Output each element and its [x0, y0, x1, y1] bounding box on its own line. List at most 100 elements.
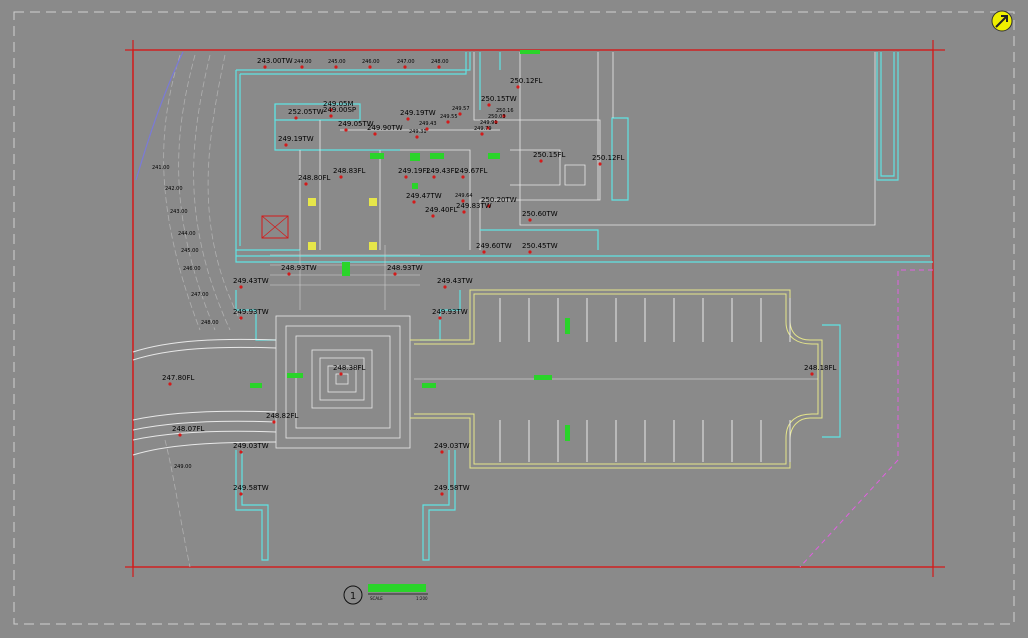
side-walls — [235, 290, 461, 561]
contour-label-group: 241.00 242.00 243.00 244.00 245.00 246.00 247.… — [152, 165, 219, 470]
drawing-number: 1 — [350, 591, 356, 602]
spot-marker — [178, 433, 182, 437]
spot-marker — [487, 204, 491, 208]
spot-marker — [339, 175, 343, 179]
drive-lanes — [132, 338, 277, 456]
spot-elevation: 249.40FL — [425, 206, 458, 214]
title-bar — [368, 584, 426, 592]
spot-marker — [528, 250, 532, 254]
drawing-number-bubble — [343, 585, 363, 605]
contour-label: 248.00 — [201, 320, 219, 326]
spot-marker — [461, 199, 465, 203]
column-squares — [308, 198, 377, 250]
spot-elevation: 247.00 — [397, 59, 415, 65]
spot-marker — [502, 114, 506, 118]
scale-label: SCALE — [370, 596, 383, 601]
spot-elevation: 252.05TW — [288, 108, 324, 116]
spot-marker — [598, 162, 602, 166]
spot-marker — [437, 65, 441, 69]
green-tags — [250, 50, 570, 441]
spot-marker — [486, 126, 490, 130]
spot-marker — [239, 450, 243, 454]
contour-label: 246.00 — [183, 266, 201, 272]
spot-marker — [440, 450, 444, 454]
spot-elevation: 249.19FL — [398, 167, 431, 175]
spot-elevation: 249.05M — [323, 100, 354, 108]
central-plaza — [275, 315, 411, 449]
spot-elevation: 244.00 — [294, 59, 312, 65]
spot-elevation: 248.00 — [431, 59, 449, 65]
contour-label: 243.00 — [170, 209, 188, 215]
spot-elevation: 245.00 — [328, 59, 346, 65]
spot-elevation: 249.83TW — [456, 202, 492, 210]
spot-elevation: 247.80FL — [162, 374, 195, 382]
spot-marker — [263, 65, 267, 69]
spot-elevation: 249.58TW — [233, 484, 269, 492]
contour-label: 245.00 — [181, 248, 199, 254]
title-block: 1 SCALE 1:200 — [343, 584, 428, 605]
spot-elevation: 249.90TW — [367, 124, 403, 132]
parking-stalls — [414, 298, 818, 462]
spot-marker — [516, 85, 520, 89]
spot-marker — [393, 272, 397, 276]
red-box — [261, 215, 289, 239]
spot-marker — [239, 492, 243, 496]
spot-elevation: 249.93TW — [432, 308, 468, 316]
spot-elevation: 249.43FL — [426, 167, 459, 175]
spot-marker — [284, 143, 288, 147]
spot-marker — [458, 112, 462, 116]
spot-elevation: 250.03 — [488, 114, 506, 120]
contour-label: 244.00 — [178, 231, 196, 237]
spot-marker — [239, 316, 243, 320]
spot-elevation: 249.67FL — [455, 167, 488, 175]
spot-marker — [373, 132, 377, 136]
spot-marker — [168, 382, 172, 386]
contour-label: 247.00 — [191, 292, 209, 298]
spot-marker — [300, 65, 304, 69]
spot-elevation: 246.00 — [362, 59, 380, 65]
spot-marker — [810, 372, 814, 376]
spot-marker — [368, 65, 372, 69]
contour-label: 242.00 — [165, 186, 183, 192]
north-arrow-icon[interactable] — [991, 10, 1013, 32]
spot-marker — [272, 420, 276, 424]
spot-marker — [480, 132, 484, 136]
spot-elevation: 249.00SP — [323, 106, 356, 114]
spot-elevation: 250.15FL — [533, 151, 566, 159]
spot-marker — [344, 128, 348, 132]
contour-lines — [163, 54, 241, 568]
spot-marker — [494, 120, 498, 124]
markers — [168, 65, 814, 496]
spot-elevation: 249.43TW — [437, 277, 473, 285]
spot-elevation: 248.80FL — [298, 174, 331, 182]
spot-elevation: 250.60TW — [522, 210, 558, 218]
contour-label: 241.00 — [152, 165, 170, 171]
spot-elevation: 249.43TW — [233, 277, 269, 285]
spot-elevation: 249.19TW — [278, 135, 314, 143]
spot-elevation: 248.07FL — [172, 425, 205, 433]
spot-marker — [406, 117, 410, 121]
spot-elevation: 250.15TW — [481, 95, 517, 103]
spot-marker — [528, 218, 532, 222]
spot-marker — [438, 316, 442, 320]
spot-marker — [329, 114, 333, 118]
spot-elevation: 248.82FL — [266, 412, 299, 420]
spot-elevation: 250.45TW — [522, 242, 558, 250]
spot-elevation: 249.93TW — [233, 308, 269, 316]
spot-marker — [334, 65, 338, 69]
spot-elevation: 249.47TW — [406, 192, 442, 200]
spot-elevation: 249.91 — [480, 120, 498, 126]
spot-elevation: 249.31 — [409, 129, 427, 135]
spot-marker — [404, 175, 408, 179]
spot-elevation: 249.03TW — [434, 442, 470, 450]
spot-elevation: 249.05TW — [338, 120, 374, 128]
spot-elevation: 250.12FL — [510, 77, 543, 85]
spot-marker — [294, 116, 298, 120]
sheet-border — [13, 11, 1015, 625]
spot-elevation: 249.19TW — [400, 109, 436, 117]
entry-steps — [270, 245, 420, 310]
spot-elevation: 249.57 — [452, 106, 470, 112]
spot-elevation: 249.60TW — [476, 242, 512, 250]
spot-elevation: 243.00TW — [257, 57, 293, 65]
spot-marker — [461, 175, 465, 179]
